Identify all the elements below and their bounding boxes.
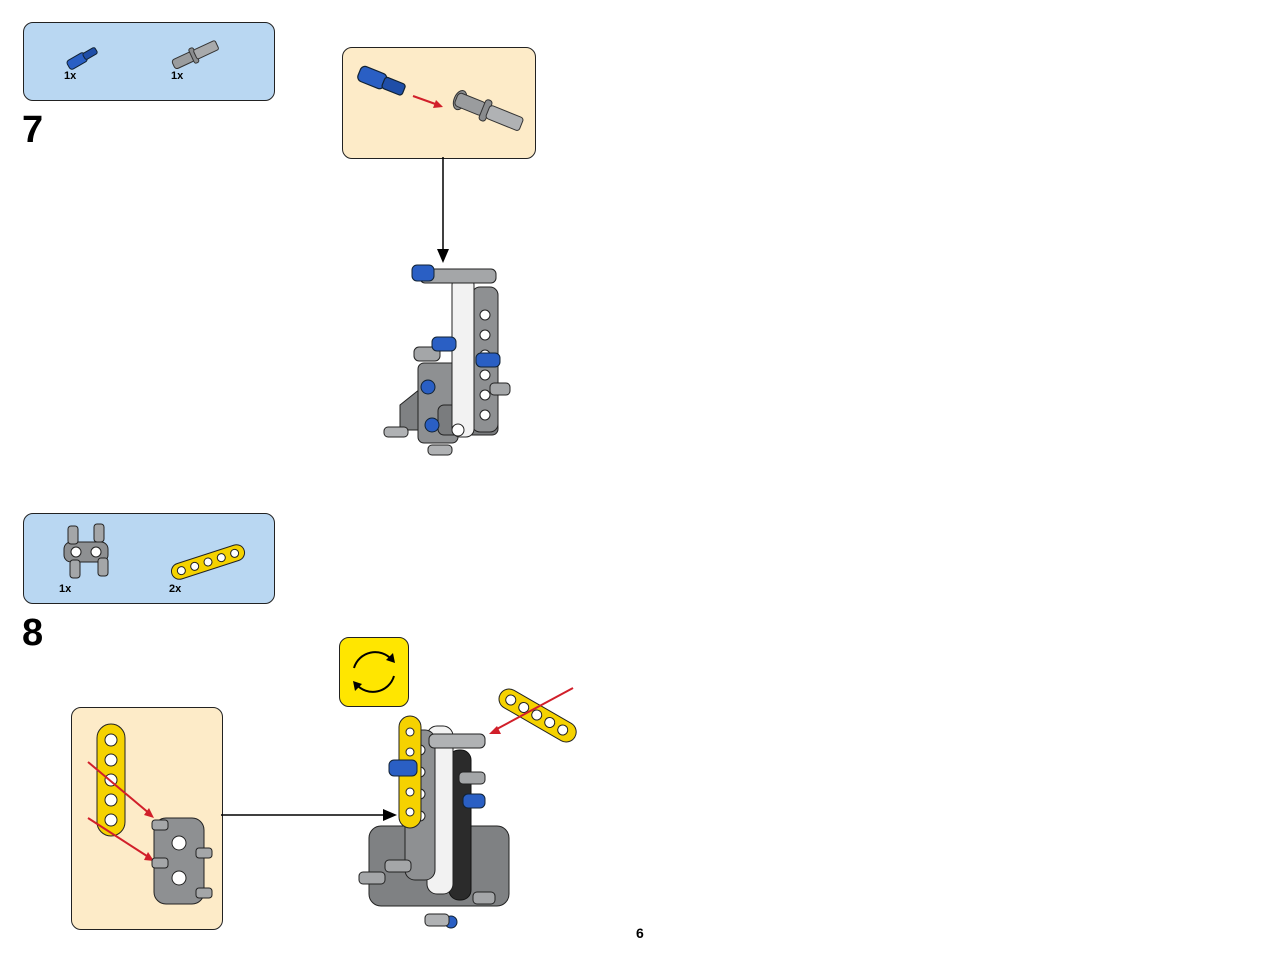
rotate-arrows-icon (353, 651, 395, 693)
step-8-parts-list: 1x 2x (23, 513, 275, 604)
step-8-subassembly-callout (71, 707, 223, 930)
rotate-model-indicator (339, 637, 409, 707)
part-quantity: 1x (64, 70, 77, 82)
gray-axle-pin-icon (171, 40, 219, 70)
part-quantity: 1x (171, 70, 184, 82)
callout-right-arrow (221, 809, 397, 821)
step-7-parts-list: 1x 1x (23, 22, 275, 101)
step-7-model (383, 264, 511, 456)
beam-onto-connector-icon (87, 723, 213, 905)
yellow-5-hole-beam-icon (170, 544, 246, 580)
part-quantity: 2x (169, 583, 182, 595)
part-quantity: 1x (59, 583, 72, 595)
callout-down-arrow (437, 157, 449, 263)
step-8-model (358, 687, 577, 929)
step-number: 8 (22, 612, 44, 654)
step-number: 7 (22, 109, 44, 151)
gray-double-pin-connector-icon (63, 523, 109, 579)
blue-axle-pin-icon (66, 47, 98, 70)
page-number: 6 (636, 925, 644, 941)
step-7-subassembly-callout (342, 47, 536, 159)
pin-into-axle-icon (357, 65, 524, 131)
incoming-yellow-beam (498, 688, 577, 743)
